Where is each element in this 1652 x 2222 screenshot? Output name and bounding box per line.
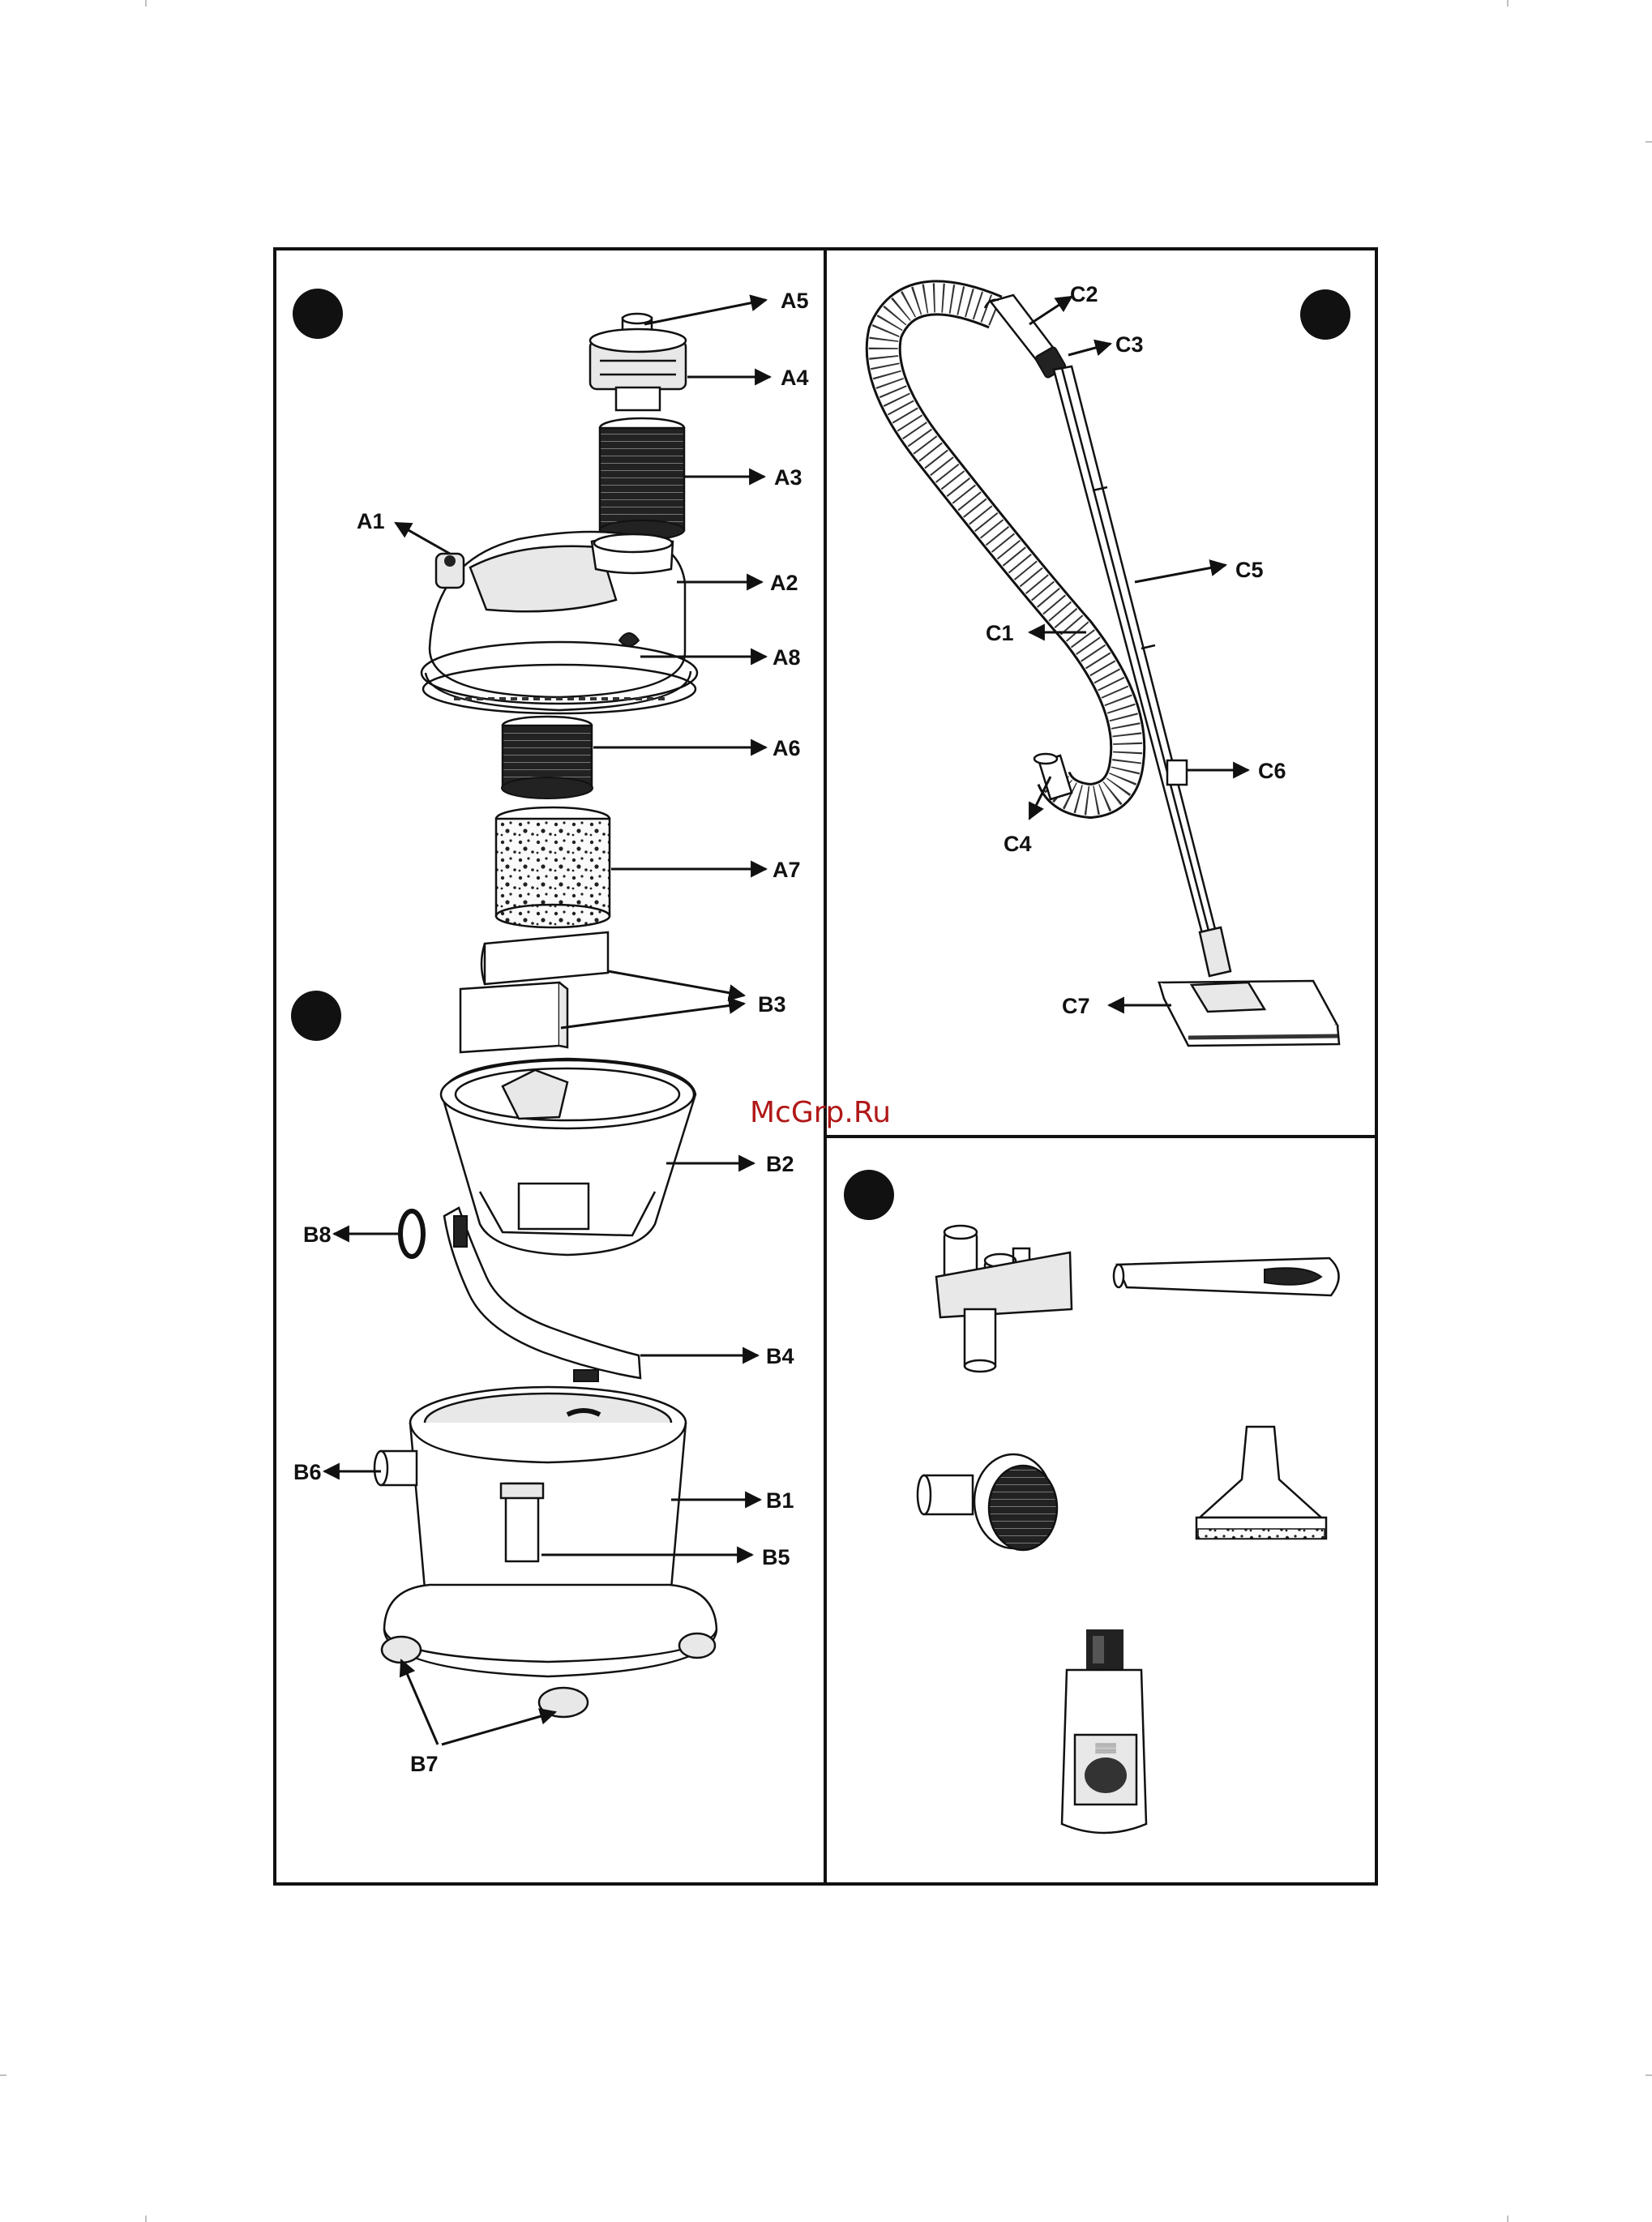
part-c7-floor-nozzle [1159, 927, 1339, 1046]
label-b6: B6 [293, 1460, 322, 1484]
section-marker-a [293, 289, 343, 339]
section-marker-accessories [844, 1170, 894, 1220]
part-b3-sponges [460, 932, 608, 1052]
accessory-crevice-tool [1114, 1258, 1339, 1295]
label-a3: A3 [774, 465, 802, 490]
label-c2: C2 [1070, 282, 1098, 306]
part-c1-flexible-hose [884, 298, 1128, 801]
accessory-detergent-bottle: ▒▒▒ [1062, 1629, 1146, 1833]
part-b8-seal-ring [400, 1211, 423, 1257]
label-a8: A8 [773, 645, 801, 670]
part-b5-clip [501, 1483, 543, 1561]
label-c4: C4 [1004, 832, 1032, 856]
label-b5: B5 [762, 1545, 790, 1569]
part-c4-hose-cuff [1034, 754, 1072, 799]
accessory-tool-holder [936, 1226, 1072, 1372]
part-b2-float-cage [441, 1059, 695, 1255]
watermark: McGrp.Ru [750, 1096, 891, 1129]
part-a6-basket-filter [502, 717, 593, 798]
label-b1: B1 [766, 1488, 794, 1513]
label-b3: B3 [758, 992, 786, 1017]
label-c7: C7 [1062, 994, 1090, 1018]
label-a6: A6 [773, 736, 801, 760]
label-c3: C3 [1115, 332, 1144, 357]
label-b8: B8 [303, 1222, 332, 1247]
part-b6-hose-inlet [374, 1451, 417, 1485]
label-a7: A7 [773, 858, 801, 882]
part-a7-foam-filter [496, 807, 610, 927]
part-b7-base-and-castors [382, 1585, 717, 1717]
section-marker-c [1300, 289, 1350, 340]
svg-text:▒▒▒: ▒▒▒ [1095, 1742, 1116, 1753]
label-a4: A4 [781, 366, 809, 390]
label-c1: C1 [986, 621, 1014, 645]
section-marker-b [291, 991, 341, 1041]
label-b7: B7 [410, 1752, 439, 1776]
part-a1-switch [436, 554, 464, 588]
label-a5: A5 [781, 289, 809, 313]
label-b2: B2 [766, 1152, 794, 1176]
part-c6-tube-clip [1167, 760, 1187, 785]
label-a1: A1 [357, 509, 385, 533]
accessory-upholstery-tool [1196, 1427, 1326, 1539]
label-b4: B4 [766, 1344, 794, 1368]
part-a4-filter-cap [590, 329, 686, 410]
part-a3-cartridge-filter [600, 418, 684, 540]
accessory-round-brush [918, 1454, 1057, 1550]
label-c6: C6 [1258, 759, 1286, 783]
label-c5: C5 [1235, 558, 1264, 582]
label-a2: A2 [770, 571, 798, 595]
